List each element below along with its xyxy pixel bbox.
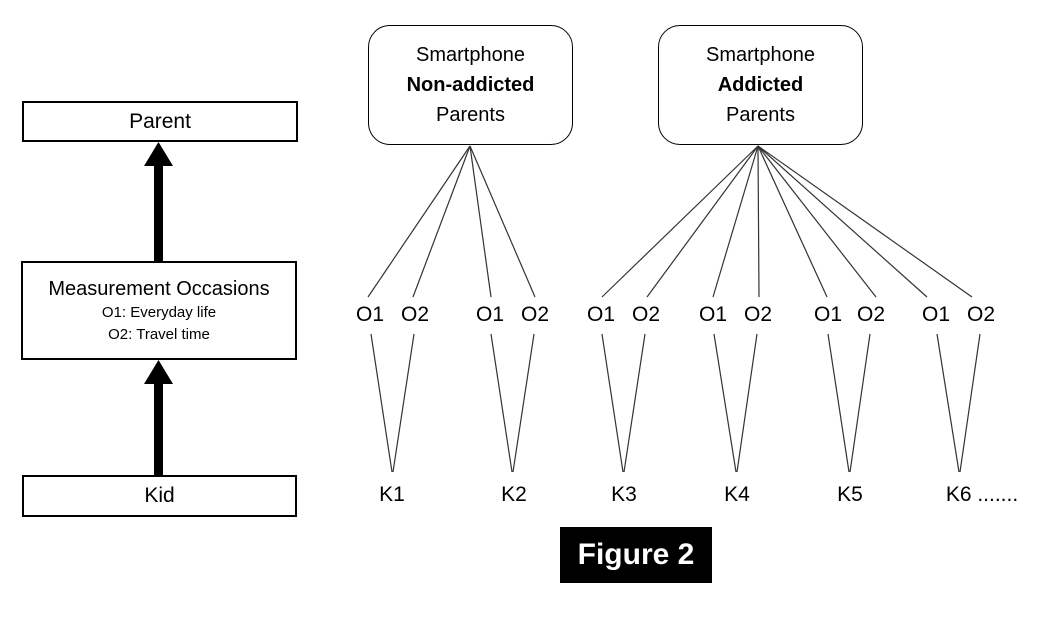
figure-caption: Figure 2 bbox=[560, 527, 712, 583]
occasion1-description: O1: Everyday life bbox=[101, 303, 217, 321]
kid-label: K1 bbox=[379, 483, 405, 506]
parent-box: Parent bbox=[22, 101, 298, 142]
addicted-parents-box: Smartphone Addicted Parents bbox=[658, 25, 863, 145]
non-addicted-parents-box: Smartphone Non-addicted Parents bbox=[368, 25, 573, 145]
kid-label: K3 bbox=[611, 483, 637, 506]
group-line1: Smartphone bbox=[706, 44, 815, 66]
arrow-measurement-to-parent bbox=[144, 142, 173, 261]
kid-label: K6 ....... bbox=[945, 483, 1019, 506]
occasion-label-o2: O2 bbox=[743, 303, 773, 326]
occasion-label-o1: O1 bbox=[586, 303, 616, 326]
figure-caption-text: Figure 2 bbox=[577, 538, 695, 571]
kid-label: K4 bbox=[724, 483, 750, 506]
addicted-fan-lines bbox=[601, 145, 973, 298]
kid-box-label: Kid bbox=[144, 484, 175, 507]
occasion-label-o2: O2 bbox=[631, 303, 661, 326]
occasion-label-o2: O2 bbox=[856, 303, 886, 326]
group-line3: Parents bbox=[436, 104, 505, 126]
measurement-occasions-box: Measurement Occasions O1: Everyday life … bbox=[21, 261, 297, 360]
occasion-to-kid-lines bbox=[370, 333, 981, 473]
occasion-label-o1: O1 bbox=[355, 303, 385, 326]
kid-box: Kid bbox=[22, 475, 297, 517]
group-line2: Non-addicted bbox=[406, 74, 535, 96]
occasion-label-o1: O1 bbox=[921, 303, 951, 326]
occasion-label-o2: O2 bbox=[520, 303, 550, 326]
group-line3: Parents bbox=[726, 104, 795, 126]
occasion2-description: O2: Travel time bbox=[108, 325, 210, 343]
occasion-label-o1: O1 bbox=[475, 303, 505, 326]
arrow-kid-to-measurement bbox=[144, 360, 173, 476]
group-line1: Smartphone bbox=[416, 44, 525, 66]
occasion-label-o1: O1 bbox=[813, 303, 843, 326]
group-line2: Addicted bbox=[717, 74, 804, 96]
occasion-label-o2: O2 bbox=[966, 303, 996, 326]
occasion-label-o2: O2 bbox=[400, 303, 430, 326]
non-addicted-fan-lines bbox=[367, 145, 536, 298]
kid-label: K5 bbox=[837, 483, 863, 506]
kid-label: K2 bbox=[501, 483, 527, 506]
measurement-box-title: Measurement Occasions bbox=[48, 277, 270, 300]
occasion-label-o1: O1 bbox=[698, 303, 728, 326]
parent-box-label: Parent bbox=[129, 109, 191, 133]
